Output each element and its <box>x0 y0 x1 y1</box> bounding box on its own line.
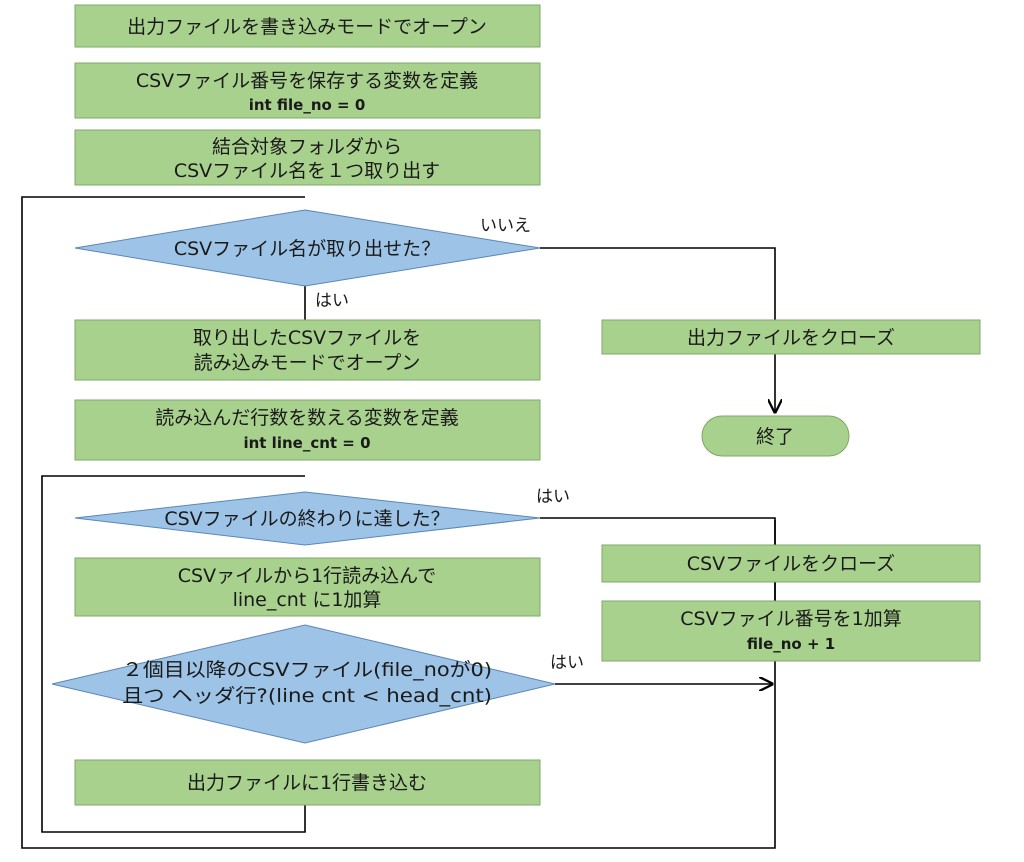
edge-label-eof-yes: はい <box>536 487 570 507</box>
terminal-box <box>701 415 850 457</box>
step-close-csv: CSVファイルをクローズ <box>601 544 981 583</box>
no-branch-connector <box>540 247 776 320</box>
process-box <box>74 4 541 48</box>
decision-text: CSVファイルの終わりに達した？ <box>164 508 449 530</box>
decision-text: ２個目以降のCSVファイル(file_noが0) <box>122 659 492 681</box>
step-text: CSVファイルをクローズ <box>687 553 895 575</box>
step-open-output: 出力ファイルを書き込みモードでオープン <box>74 4 541 48</box>
step-text: 読み込んだ行数を数える変数を定義 <box>155 407 458 429</box>
terminal-end: 終了 <box>701 415 850 457</box>
decision-diamond <box>74 491 541 546</box>
step-text: line_cnt に1加算 <box>233 589 382 611</box>
process-box <box>74 759 541 806</box>
process-box <box>74 129 541 186</box>
process-box <box>74 399 541 461</box>
decision-diamond <box>74 209 541 287</box>
step-write-line: 出力ファイルに1行書き込む <box>74 759 541 806</box>
edge-label-yes: はい <box>315 291 349 311</box>
step-text: 出力ファイルをクローズ <box>687 327 895 349</box>
step-text: CSVァイルから1行読み込んで <box>178 565 436 587</box>
decision-header: ２個目以降のCSVファイル(file_noが0) 且つ ヘッダ行?(line c… <box>51 624 556 744</box>
step-increment-file-no: CSVファイル番号を1加算 file_no + 1 <box>601 600 981 662</box>
decision-name-taken: CSVファイル名が取り出せた？ <box>74 209 541 287</box>
step-read-line: CSVァイルから1行読み込んで line_cnt に1加算 <box>74 557 541 617</box>
step-text: CSVファイル番号を1加算 <box>680 608 901 630</box>
step-code: int line_cnt = 0 <box>243 434 370 452</box>
step-text: 取り出したCSVファイルを <box>193 327 421 349</box>
connectors <box>21 196 776 849</box>
step-close-output: 出力ファイルをクローズ <box>601 319 981 355</box>
step-define-file-no: CSVファイル番号を保存する変数を定義 int file_no = 0 <box>74 62 541 119</box>
step-text: 出力ファイルに1行書き込む <box>187 772 427 794</box>
step-take-csv-name: 結合対象フォルダから CSVファイル名を１つ取り出す <box>74 129 541 186</box>
process-box <box>601 544 981 583</box>
process-box <box>74 557 541 617</box>
decision-diamond <box>51 624 556 744</box>
edge-label-header-yes: はい <box>550 653 584 673</box>
step-text: CSVファイル番号を保存する変数を定義 <box>136 70 478 92</box>
inner-loop-connector <box>41 475 306 833</box>
process-box <box>601 600 981 662</box>
step-text: 結合対象フォルダから <box>212 136 402 158</box>
decision-eof: CSVファイルの終わりに達した？ <box>74 491 541 546</box>
step-code: file_no + 1 <box>747 635 835 653</box>
end-text: 終了 <box>756 426 794 448</box>
outer-loop-connector <box>21 196 776 849</box>
step-text: 出力ファイルを書き込みモードでオープン <box>127 16 487 38</box>
step-define-line-cnt: 読み込んだ行数を数える変数を定義 int line_cnt = 0 <box>74 399 541 461</box>
step-open-csv-read: 取り出したCSVファイルを 読み込みモードでオープン <box>74 319 541 381</box>
process-box <box>601 319 981 355</box>
step-text: 読み込みモードでオープン <box>194 352 421 374</box>
eof-yes-connector <box>540 517 776 545</box>
decision-text: 且つ ヘッダ行?(line cnt < head_cnt) <box>122 685 492 707</box>
step-text: CSVファイル名を１つ取り出す <box>174 160 440 182</box>
process-box <box>74 319 541 381</box>
step-code: int file_no = 0 <box>249 96 366 114</box>
edge-label-no: いいえ <box>480 216 531 236</box>
decision-text: CSVファイル名が取り出せた？ <box>174 238 440 260</box>
process-box <box>74 62 541 119</box>
